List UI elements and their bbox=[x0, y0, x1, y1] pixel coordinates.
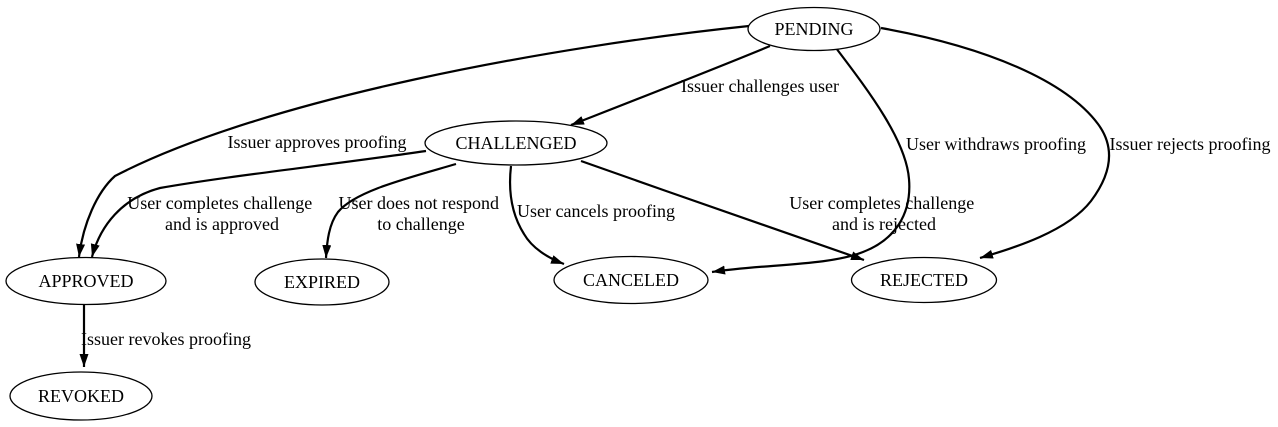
edge-challenged-to-rejected bbox=[580, 159, 865, 262]
state-node-expired: EXPIRED bbox=[254, 258, 390, 306]
state-node-revoked: REVOKED bbox=[9, 371, 153, 421]
edge-label-issuer-revokes-proofing: Issuer revokes proofing bbox=[81, 329, 251, 349]
challenged-ellipse bbox=[424, 120, 608, 166]
edge-label-layer: Issuer challenges user Issuer approves p… bbox=[81, 76, 1270, 349]
edge-challenged-to-approved bbox=[90, 149, 427, 258]
revoked-label: REVOKED bbox=[38, 386, 124, 406]
edge-label-user-completes-challenge-approved: User completes challenge and is approved bbox=[127, 193, 316, 234]
edge-label-issuer-rejects-proofing: Issuer rejects proofing bbox=[1110, 134, 1271, 154]
edge-label-user-completes-challenge-rejected: User completes challenge and is rejected bbox=[789, 193, 978, 234]
rejected-label: REJECTED bbox=[880, 270, 968, 290]
approved-label: APPROVED bbox=[38, 271, 133, 291]
canceled-ellipse bbox=[553, 255, 709, 305]
pending-label: PENDING bbox=[775, 19, 854, 39]
edge-label-issuer-approves-proofing: Issuer approves proofing bbox=[228, 132, 407, 152]
state-node-canceled: CANCELED bbox=[553, 255, 709, 305]
state-node-challenged: CHALLENGED bbox=[424, 120, 608, 166]
edge-label-user-withdraws-proofing: User withdraws proofing bbox=[906, 134, 1086, 154]
node-layer: PENDING CHALLENGED APPROVED EXPIRED CANC… bbox=[5, 6, 998, 421]
edge-pending-to-approved bbox=[76, 24, 750, 258]
edge-label-line-2: and is rejected bbox=[832, 214, 936, 234]
edge-label-line-1: User completes challenge bbox=[127, 193, 312, 213]
edge-label-issuer-challenges-user: Issuer challenges user bbox=[681, 76, 839, 96]
edge-label-line-1: User does not respond bbox=[339, 193, 499, 213]
approved-ellipse bbox=[5, 256, 167, 306]
revoked-ellipse bbox=[9, 371, 153, 421]
edge-label-user-does-not-respond: User does not respond to challenge bbox=[339, 193, 504, 234]
state-node-rejected: REJECTED bbox=[850, 256, 998, 304]
edge-label-user-cancels-proofing: User cancels proofing bbox=[517, 201, 675, 221]
challenged-label: CHALLENGED bbox=[456, 133, 577, 153]
state-node-approved: APPROVED bbox=[5, 256, 167, 306]
rejected-ellipse bbox=[850, 256, 998, 304]
edge-layer bbox=[76, 24, 1111, 367]
edge-pending-to-canceled bbox=[711, 47, 911, 275]
pending-ellipse bbox=[747, 6, 881, 52]
expired-label: EXPIRED bbox=[284, 272, 360, 292]
canceled-label: CANCELED bbox=[583, 270, 679, 290]
edge-label-line-1: User completes challenge bbox=[789, 193, 974, 213]
edge-label-line-2: to challenge bbox=[377, 214, 464, 234]
edge-pending-to-rejected bbox=[880, 26, 1111, 260]
edge-challenged-to-canceled bbox=[508, 165, 565, 266]
edge-label-line-2: and is approved bbox=[165, 214, 279, 234]
edge-challenged-to-expired bbox=[322, 162, 457, 259]
expired-ellipse bbox=[254, 258, 390, 306]
state-node-pending: PENDING bbox=[747, 6, 881, 52]
edge-pending-to-challenged bbox=[570, 44, 771, 127]
